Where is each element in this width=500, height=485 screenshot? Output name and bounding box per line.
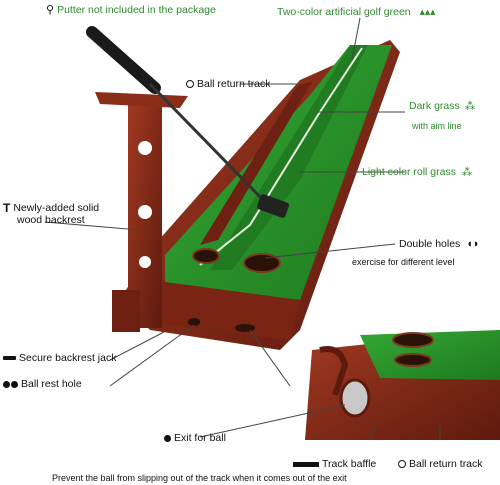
wood-backrest <box>95 92 188 332</box>
t-icon: T <box>3 201 11 216</box>
double-holes-label: Double holes ◖◗ <box>399 238 480 251</box>
hole-1 <box>192 248 220 264</box>
grass-icon: ▴▴▴ <box>419 6 436 19</box>
double-holes-sub-label: exercise for different level <box>352 257 455 267</box>
track-baffle-label: Track baffle <box>293 458 376 470</box>
putter <box>86 26 289 218</box>
exit-closeup <box>305 330 500 440</box>
ball-rest-hole <box>188 318 200 326</box>
double-dot-icon <box>3 378 18 390</box>
aim-line-label: with aim line <box>412 121 462 131</box>
cap-icon: ◖◗ <box>466 238 480 251</box>
putter-label: ⚲Putter not included in the package <box>46 4 216 17</box>
callout-lines <box>44 17 441 441</box>
putter-icon: ⚲ <box>46 4 55 17</box>
backrest-jack-label: Secure backrest jack <box>3 352 116 364</box>
bar-icon <box>3 356 16 361</box>
grass-icon: ⁂ <box>461 166 473 179</box>
grass-icon: ⁂ <box>464 100 476 113</box>
ring-icon <box>398 460 406 469</box>
dot-icon <box>164 434 171 442</box>
light-roll-grass-label: Light color roll grass ⁂ <box>362 166 473 179</box>
ball-return-track-bottom-label: Ball return track <box>398 458 483 470</box>
ball-rest-hole-label: Ball rest hole <box>3 378 82 390</box>
ball-return-track-top-label: Ball return track <box>186 78 271 90</box>
hole-2 <box>243 253 281 273</box>
dark-grass-label: Dark grass ⁂ <box>409 100 476 113</box>
two-color-green-label: Two-color artificial golf green ▴▴▴ <box>277 6 436 19</box>
exit-for-ball-label: Exit for ball <box>164 432 226 444</box>
ring-icon <box>186 80 194 89</box>
baffle-icon <box>293 461 319 467</box>
bottom-note: Prevent the ball from slipping out of th… <box>52 473 347 483</box>
